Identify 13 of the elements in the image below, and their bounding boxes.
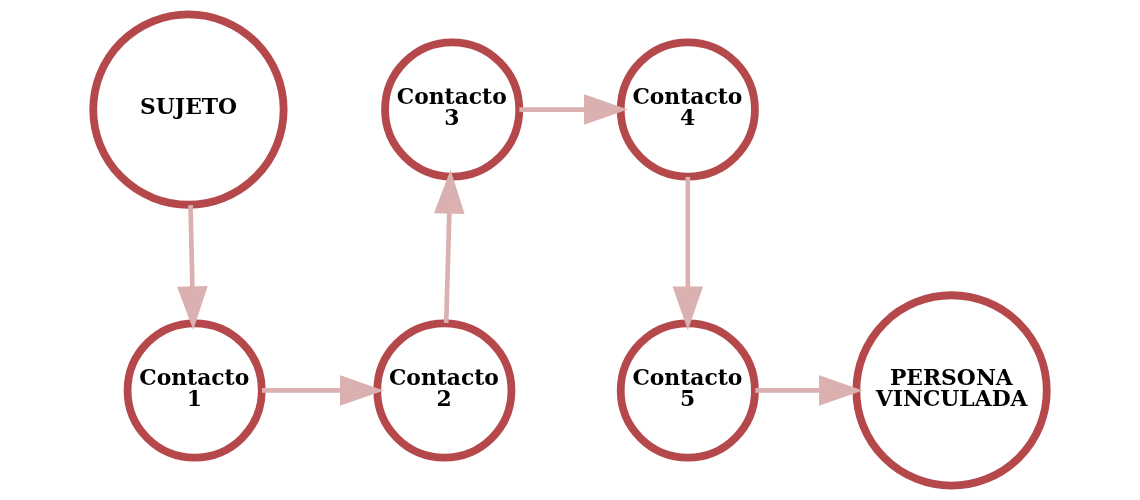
arrow [519, 94, 628, 125]
node-circle: Contacto 2 [373, 319, 516, 462]
arrow [672, 176, 704, 331]
node-circle: SUJETO [89, 10, 288, 209]
node-circle: Contacto 1 [123, 319, 266, 462]
node-circle: Contacto 3 [381, 38, 524, 181]
arrow [755, 375, 863, 406]
arrow [177, 205, 208, 331]
node-circle: Contacto 4 [616, 38, 759, 181]
arrow [434, 169, 465, 324]
arrow [261, 375, 384, 406]
node-circle: Contacto 5 [616, 319, 759, 462]
node-circle: PERSONA VINCULADA [852, 291, 1051, 490]
